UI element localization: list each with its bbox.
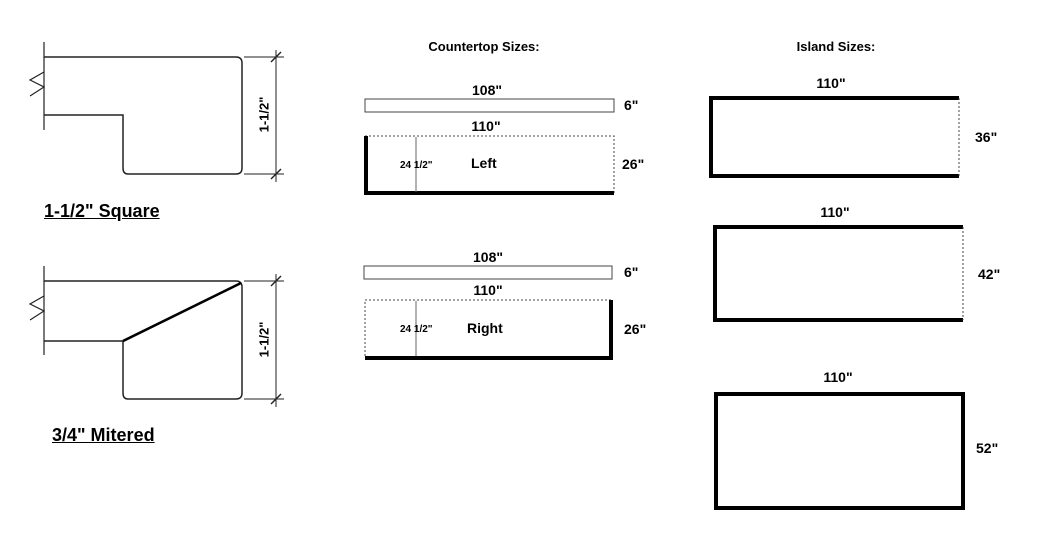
countertop-title: Countertop Sizes: bbox=[428, 39, 540, 54]
right-strip-width: 108" bbox=[473, 249, 503, 265]
mitered-edge-caption: 3/4" Mitered bbox=[52, 425, 155, 445]
square-height-label: 1-1/2" bbox=[256, 96, 272, 133]
left-depth: 26" bbox=[622, 156, 645, 172]
island-1-width: 110" bbox=[816, 75, 846, 91]
island-3-depth: 52" bbox=[976, 440, 999, 456]
left-width: 110" bbox=[471, 118, 501, 134]
right-countertop bbox=[364, 299, 613, 360]
right-side-label: Right bbox=[467, 320, 503, 336]
left-countertop bbox=[364, 135, 615, 195]
left-strip-depth: 6" bbox=[624, 97, 639, 113]
island-36 bbox=[709, 96, 960, 178]
left-side-label: Left bbox=[471, 155, 497, 171]
right-backsplash-strip bbox=[363, 265, 613, 280]
right-width: 110" bbox=[473, 282, 503, 298]
island-3-width: 110" bbox=[823, 369, 853, 385]
square-edge-caption: 1-1/2" Square bbox=[44, 201, 160, 221]
right-depth: 26" bbox=[624, 321, 647, 337]
right-strip-depth: 6" bbox=[624, 264, 639, 280]
right-inner-mark: 24 1/2" bbox=[400, 324, 433, 335]
island-42 bbox=[713, 225, 964, 322]
mitered-height-label: 1-1/2" bbox=[256, 321, 272, 358]
left-backsplash-strip bbox=[364, 98, 615, 113]
left-inner-mark: 24 1/2" bbox=[400, 160, 433, 171]
island-2-width: 110" bbox=[820, 204, 850, 220]
square-edge-profile bbox=[28, 42, 284, 182]
left-strip-width: 108" bbox=[472, 82, 502, 98]
island-2-depth: 42" bbox=[978, 266, 1001, 282]
island-1-depth: 36" bbox=[975, 129, 998, 145]
island-title: Island Sizes: bbox=[796, 39, 876, 54]
mitered-edge-profile bbox=[28, 266, 284, 407]
island-52 bbox=[714, 392, 965, 510]
